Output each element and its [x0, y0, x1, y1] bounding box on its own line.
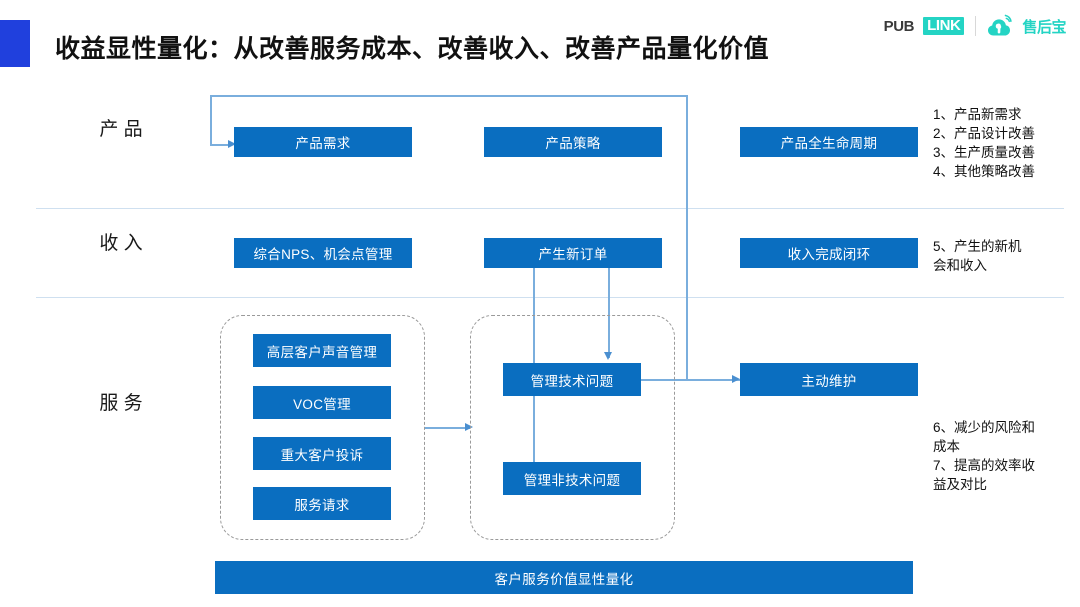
- box-nps-opportunity[interactable]: 综合NPS、机会点管理: [234, 238, 412, 268]
- logo-link-badge: LINK: [923, 17, 965, 35]
- arrow-into-proactive-icon: [732, 375, 740, 383]
- row-label-product: 产 品: [99, 119, 143, 140]
- connector-group1-to-group2: [425, 427, 470, 429]
- box-service-request[interactable]: 服务请求: [253, 487, 391, 520]
- page-title: 收益显性量化：从改善服务成本、改善收入、改善产品量化价值: [55, 35, 770, 63]
- bottom-summary-bar[interactable]: 客户服务价值显性量化: [215, 561, 913, 594]
- issue-management-group: [470, 315, 675, 540]
- arrow-group-transfer-icon: [465, 423, 473, 431]
- divider-revenue-service: [36, 297, 1064, 298]
- box-new-order[interactable]: 产生新订单: [484, 238, 662, 268]
- box-product-demand[interactable]: 产品需求: [234, 127, 412, 157]
- row-label-service: 服 务: [99, 393, 143, 414]
- logo-brand-cn: 售后宝: [1022, 18, 1066, 36]
- cloud-wrench-icon: [987, 14, 1013, 38]
- box-exec-voice[interactable]: 高层客户声音管理: [253, 334, 391, 367]
- row-label-revenue: 收 入: [99, 233, 143, 254]
- note-product: 1、产品新需求 2、产品设计改善 3、生产质量改善 4、其他策略改善: [933, 107, 1036, 180]
- box-product-strategy[interactable]: 产品策略: [484, 127, 662, 157]
- box-product-lifecycle[interactable]: 产品全生命周期: [740, 127, 918, 157]
- box-major-complaint[interactable]: 重大客户投诉: [253, 437, 391, 470]
- connector-top-rail: [210, 95, 687, 97]
- logo-pub-text: PUB: [883, 17, 915, 35]
- connector-into-demand: [210, 144, 230, 146]
- note-revenue: 5、产生的新机 会和收入: [933, 239, 1022, 274]
- box-voc[interactable]: VOC管理: [253, 386, 391, 419]
- brand-logo: PUB LINK 售后宝: [884, 14, 1066, 38]
- note-service: 6、减少的风险和 成本 7、提高的效率收 益及对比: [933, 420, 1036, 493]
- divider-product-revenue: [36, 208, 1064, 209]
- connector-tech-to-proactive: [640, 379, 740, 381]
- title-accent-bar: [0, 20, 30, 67]
- box-tech-issue[interactable]: 管理技术问题: [503, 363, 641, 396]
- connector-order-to-tech: [608, 268, 610, 358]
- connector-demand-vertical: [210, 95, 212, 145]
- box-proactive-maintenance[interactable]: 主动维护: [740, 363, 918, 396]
- arrow-into-tech-icon: [604, 352, 612, 360]
- connector-right-vertical: [686, 95, 688, 380]
- arrow-into-demand-icon: [228, 140, 236, 148]
- box-revenue-closed-loop[interactable]: 收入完成闭环: [740, 238, 918, 268]
- box-nontech-issue[interactable]: 管理非技术问题: [503, 462, 641, 495]
- logo-divider: [975, 16, 977, 36]
- service-intake-group: [220, 315, 425, 540]
